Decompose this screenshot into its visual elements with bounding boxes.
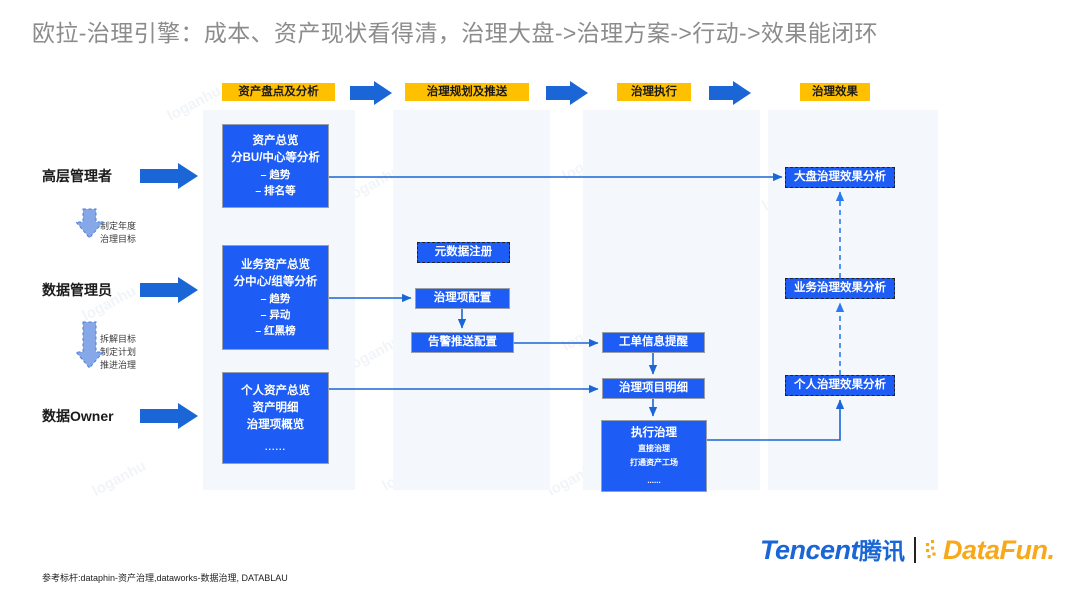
- stage-arrow-3: [709, 81, 751, 105]
- box-line2: 资产明细: [252, 401, 299, 414]
- annotation-line: 拆解目标: [100, 334, 137, 344]
- datafun-logo-text: DataFun.: [943, 535, 1055, 565]
- box-personal-asset-overview[interactable]: 个人资产总览 资产明细 治理项概览 ......: [222, 372, 329, 464]
- logo-divider: [914, 537, 917, 563]
- tencent-logo-en: Tencent: [760, 534, 860, 565]
- box-asset-overview[interactable]: 资产总览 分BU/中心等分析 – 趋势 – 排名等: [222, 124, 329, 208]
- box-line3: 治理项概览: [246, 418, 305, 431]
- box-label: 大盘治理效果分析: [794, 171, 886, 183]
- box-dots: ......: [647, 475, 661, 485]
- box-item: – 排名等: [255, 185, 296, 197]
- box-title: 个人资产总览: [241, 384, 310, 397]
- box-item: 直接治理: [638, 443, 670, 453]
- box-label: 业务治理效果分析: [794, 282, 886, 294]
- box-label: 治理项目明细: [619, 382, 688, 394]
- box-item: 打通资产工场: [630, 457, 678, 467]
- box-item: – 红黑榜: [255, 324, 296, 337]
- stage-arrow-2: [546, 81, 588, 105]
- box-subtitle: 分BU/中心等分析: [231, 152, 320, 164]
- box-label: 元数据注册: [434, 246, 493, 258]
- footnote: 参考标杆:dataphin-资产治理,dataworks-数据治理, DATAB…: [42, 573, 288, 583]
- role-label-executive: 高层管理者: [42, 168, 112, 184]
- logo-row: Tencent腾讯 DataFun.: [760, 533, 1055, 567]
- box-governance-item-config[interactable]: 治理项配置: [415, 288, 510, 309]
- box-title: 执行治理: [631, 426, 677, 439]
- box-biz-asset-overview[interactable]: 业务资产总览 分中心/组等分析 – 趋势 – 异动 – 红黑榜: [222, 245, 329, 350]
- watermark: loganhu: [89, 457, 149, 500]
- annotation-line: 制定计划: [100, 347, 137, 357]
- stage-banner-3: 治理执行: [617, 83, 691, 101]
- role-label-data-admin: 数据管理员: [42, 282, 112, 298]
- role-flow-arrow-1: [74, 208, 105, 239]
- box-dashboard-effect[interactable]: 大盘治理效果分析: [785, 167, 895, 188]
- box-label: 个人治理效果分析: [794, 379, 886, 391]
- annotation-line: 推进治理: [100, 360, 137, 370]
- annotation-line: 治理目标: [100, 234, 137, 244]
- box-governance-item-detail[interactable]: 治理项目明细: [602, 378, 705, 399]
- box-title: 资产总览: [252, 135, 299, 147]
- page-title: 欧拉-治理引擎：成本、资产现状看得清，治理大盘->治理方案->行动->效果能闭环: [32, 20, 878, 46]
- tencent-logo-cn: 腾讯: [859, 537, 906, 564]
- role-arrow-executive: [140, 163, 198, 189]
- datafun-dots-icon: [926, 540, 936, 559]
- box-dots: ......: [264, 441, 286, 452]
- box-ticket-notice[interactable]: 工单信息提醒: [602, 332, 705, 353]
- box-item: – 异动: [260, 308, 291, 321]
- box-item: – 趋势: [260, 292, 291, 305]
- box-alert-push-config[interactable]: 告警推送配置: [411, 332, 514, 353]
- box-execute-governance[interactable]: 执行治理 直接治理 打通资产工场 ......: [601, 420, 707, 492]
- stage-banner-1: 资产盘点及分析: [222, 83, 335, 101]
- stage-banner-2: 治理规划及推送: [405, 83, 529, 101]
- box-metadata-register[interactable]: 元数据注册: [417, 242, 510, 263]
- role-arrow-data-owner: [140, 403, 198, 429]
- box-label: 工单信息提醒: [619, 336, 688, 348]
- box-label: 治理项配置: [433, 292, 492, 304]
- box-title: 业务资产总览: [241, 258, 310, 271]
- role-label-data-owner: 数据Owner: [42, 408, 114, 424]
- role-flow-arrow-2: [74, 321, 105, 369]
- box-label: 告警推送配置: [428, 336, 497, 348]
- role-flow-annotation-1: 制定年度 治理目标: [100, 220, 136, 246]
- box-item: – 趋势: [260, 169, 291, 181]
- stage-arrow-1: [350, 81, 392, 105]
- box-subtitle: 分中心/组等分析: [233, 275, 318, 288]
- annotation-line: 制定年度: [100, 221, 137, 231]
- role-flow-annotation-2: 拆解目标 制定计划 推进治理: [100, 333, 136, 372]
- stage-banner-4: 治理效果: [800, 83, 870, 101]
- box-personal-effect[interactable]: 个人治理效果分析: [785, 375, 895, 396]
- box-biz-effect[interactable]: 业务治理效果分析: [785, 278, 895, 299]
- role-arrow-data-admin: [140, 277, 198, 303]
- datafun-logo: DataFun.: [925, 535, 1055, 565]
- tencent-logo: Tencent腾讯: [760, 535, 905, 566]
